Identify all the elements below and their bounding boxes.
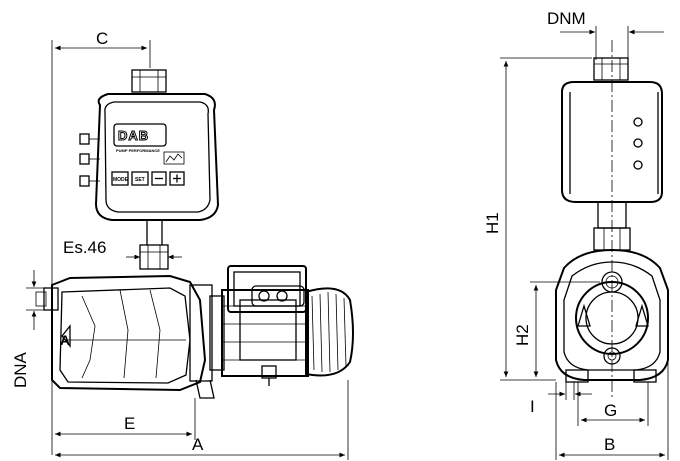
svg-text:A: A xyxy=(60,332,70,348)
mode-button[interactable] xyxy=(111,171,129,186)
side-view: DAB PUMP PERFORMANCE MODE SET xyxy=(11,29,354,460)
front-view: DNM H1 H2 I G B xyxy=(483,9,669,460)
dim-label-es46: Es.46 xyxy=(63,238,106,257)
tagline-text: PUMP PERFORMANCE xyxy=(116,148,160,153)
dim-label-dnm: DNM xyxy=(547,9,586,28)
controller-unit: DAB PUMP PERFORMANCE MODE SET xyxy=(79,69,220,221)
dim-label-b: B xyxy=(604,435,615,454)
logo-text: DAB xyxy=(118,128,149,143)
plus-button[interactable] xyxy=(169,171,185,186)
dim-label-i: I xyxy=(530,397,535,416)
svg-text:SET: SET xyxy=(135,177,145,183)
dim-label-a: A xyxy=(192,435,204,454)
dim-label-h1: H1 xyxy=(483,212,502,234)
dim-label-c: C xyxy=(96,29,108,48)
minus-button[interactable] xyxy=(151,171,167,186)
connector-3-icon xyxy=(633,160,643,170)
motor xyxy=(221,265,354,386)
set-button[interactable] xyxy=(131,171,149,186)
dim-label-e: E xyxy=(124,414,135,433)
connector-1-icon xyxy=(633,117,643,127)
outlet-nut xyxy=(139,244,169,270)
dim-label-g: G xyxy=(604,401,617,420)
svg-text:MODE: MODE xyxy=(113,177,129,183)
dim-label-dna: DNA xyxy=(11,351,30,388)
dim-label-h2: H2 xyxy=(513,324,532,346)
connector-2-icon xyxy=(633,138,643,148)
display-icon xyxy=(163,151,185,165)
pump-body: A xyxy=(35,274,225,399)
